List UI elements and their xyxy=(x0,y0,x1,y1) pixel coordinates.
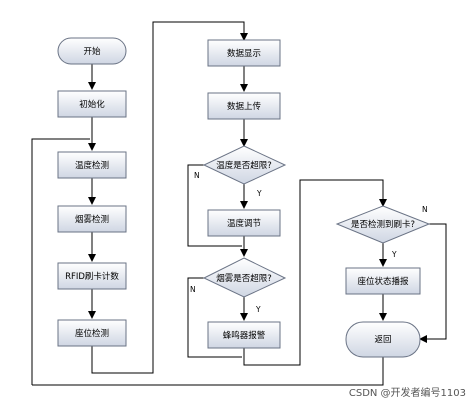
node-init: 初始化 xyxy=(57,90,127,118)
node-label: 返回 xyxy=(374,334,391,345)
node-return: 返回 xyxy=(345,321,421,358)
loop-back-line xyxy=(31,138,90,385)
decision-temp-over-limit: 温度是否超限? xyxy=(202,145,287,185)
no-branch-line xyxy=(187,164,242,247)
node-seat-detect: 座位检测 xyxy=(57,319,127,347)
no-branch-line xyxy=(187,277,242,358)
node-label: 开始 xyxy=(83,46,101,57)
branch-label-yes: Y xyxy=(255,305,261,314)
node-label: 数据上传 xyxy=(227,101,262,112)
connector xyxy=(243,179,387,366)
branch-label-no: N xyxy=(190,285,196,294)
branch-label-yes: Y xyxy=(256,189,262,198)
node-smoke-detect: 烟雾检测 xyxy=(57,205,127,233)
node-label: 数据显示 xyxy=(227,48,261,59)
node-label: 烟雾是否超限? xyxy=(216,273,272,284)
node-data-display: 数据显示 xyxy=(207,39,281,67)
node-label: 蜂鸣器报警 xyxy=(223,330,266,341)
node-label: 温度是否超限? xyxy=(216,160,272,171)
node-rfid-count: RFID刷卡计数 xyxy=(57,262,127,290)
connector xyxy=(91,21,248,374)
no-branch-line xyxy=(419,223,447,343)
node-seat-status-report: 座位状态播报 xyxy=(345,267,421,295)
node-data-upload: 数据上传 xyxy=(207,92,281,120)
node-label: 座位检测 xyxy=(75,328,109,339)
decision-card-detected: 是否检测到刷卡? xyxy=(335,205,431,244)
node-label: RFID刷卡计数 xyxy=(65,271,119,282)
node-start: 开始 xyxy=(57,37,127,65)
decision-smoke-over-limit: 烟雾是否超限? xyxy=(202,257,287,298)
node-temp-detect: 温度检测 xyxy=(57,151,127,179)
node-label: 座位状态播报 xyxy=(357,276,409,287)
connectors xyxy=(31,21,447,386)
branch-label-no: N xyxy=(422,205,428,214)
node-label: 是否检测到刷卡? xyxy=(351,219,415,230)
node-label: 烟雾检测 xyxy=(75,214,109,225)
node-label: 温度调节 xyxy=(227,218,262,229)
node-buzzer-alarm: 蜂鸣器报警 xyxy=(207,321,281,349)
node-temp-adjust: 温度调节 xyxy=(207,209,281,237)
branch-label-yes: Y xyxy=(391,250,397,259)
branch-label-no: N xyxy=(194,171,200,180)
loop-back-line xyxy=(32,357,384,386)
node-label: 初始化 xyxy=(79,99,105,110)
node-label: 温度检测 xyxy=(75,160,109,171)
credit-text: CSDN @开发者编号1103 xyxy=(348,388,466,399)
